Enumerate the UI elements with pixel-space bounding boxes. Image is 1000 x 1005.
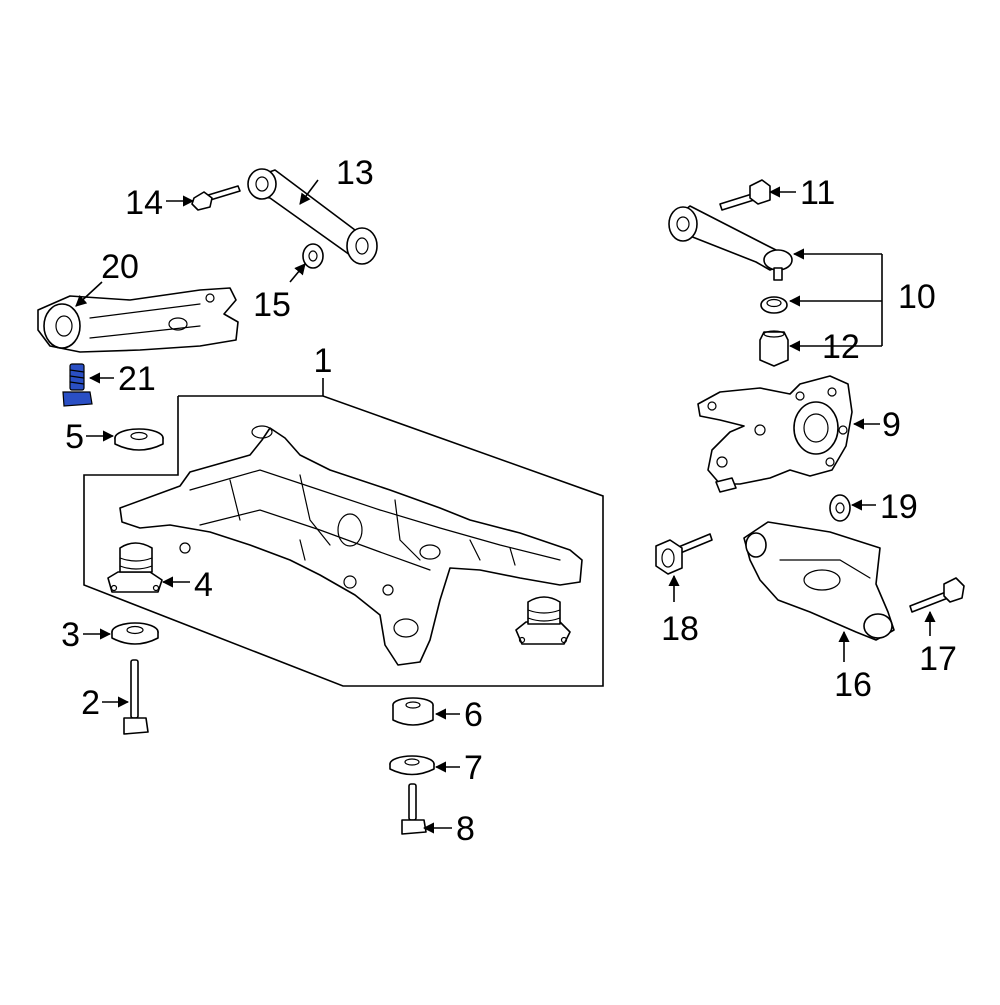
bolt-14[interactable] <box>191 185 241 211</box>
washer-19[interactable] <box>829 494 851 522</box>
callout-7: 7 <box>464 749 483 787</box>
subframe-group-outline <box>83 378 604 687</box>
callout-20: 20 <box>101 248 139 286</box>
washer-3[interactable] <box>111 622 159 645</box>
trailing-arm[interactable] <box>37 287 239 353</box>
mount-cushion-6[interactable] <box>392 697 434 726</box>
mount-cushion-5[interactable] <box>114 428 164 451</box>
leader-lines <box>75 179 936 834</box>
upper-control-arm[interactable] <box>247 168 378 265</box>
callout-4: 4 <box>194 566 213 604</box>
upper-link-10[interactable] <box>668 205 793 281</box>
callout-6: 6 <box>464 696 483 734</box>
subframe-bushing-left[interactable] <box>107 542 163 593</box>
callout-8: 8 <box>456 810 475 848</box>
callout-16: 16 <box>834 666 872 704</box>
callout-21: 21 <box>118 360 156 398</box>
callout-11: 11 <box>800 174 835 212</box>
callout-3: 3 <box>61 616 80 654</box>
callout-5: 5 <box>65 418 84 456</box>
seal-ring-10[interactable] <box>760 296 788 314</box>
callout-10: 10 <box>898 278 936 316</box>
bolt-11[interactable] <box>719 179 771 211</box>
washer-15[interactable] <box>302 243 324 269</box>
callout-19: 19 <box>880 488 918 526</box>
callout-15: 15 <box>253 286 291 324</box>
lower-control-arm-16[interactable] <box>743 521 895 641</box>
rear-subframe[interactable] <box>119 425 583 666</box>
callout-17: 17 <box>919 640 957 678</box>
bolt-8[interactable] <box>401 783 427 835</box>
callout-14: 14 <box>125 184 163 222</box>
callout-2: 2 <box>81 684 100 722</box>
knuckle-9[interactable] <box>697 375 853 493</box>
bolt-21-highlighted[interactable] <box>62 363 93 407</box>
bolt-17[interactable] <box>909 577 965 613</box>
boot-12[interactable] <box>759 330 789 367</box>
subframe-bushing-right[interactable] <box>515 596 571 645</box>
callout-9: 9 <box>882 406 901 444</box>
callout-12: 12 <box>822 328 860 366</box>
callout-13: 13 <box>336 154 374 192</box>
callout-1: 1 <box>314 342 333 380</box>
bolt-2[interactable] <box>123 659 149 735</box>
adjust-bolt-18[interactable] <box>655 533 713 575</box>
callout-labels: 1 2 3 4 5 6 7 8 9 10 11 12 13 14 15 16 1… <box>61 154 957 848</box>
callout-18: 18 <box>661 610 699 648</box>
washer-7[interactable] <box>389 755 435 776</box>
